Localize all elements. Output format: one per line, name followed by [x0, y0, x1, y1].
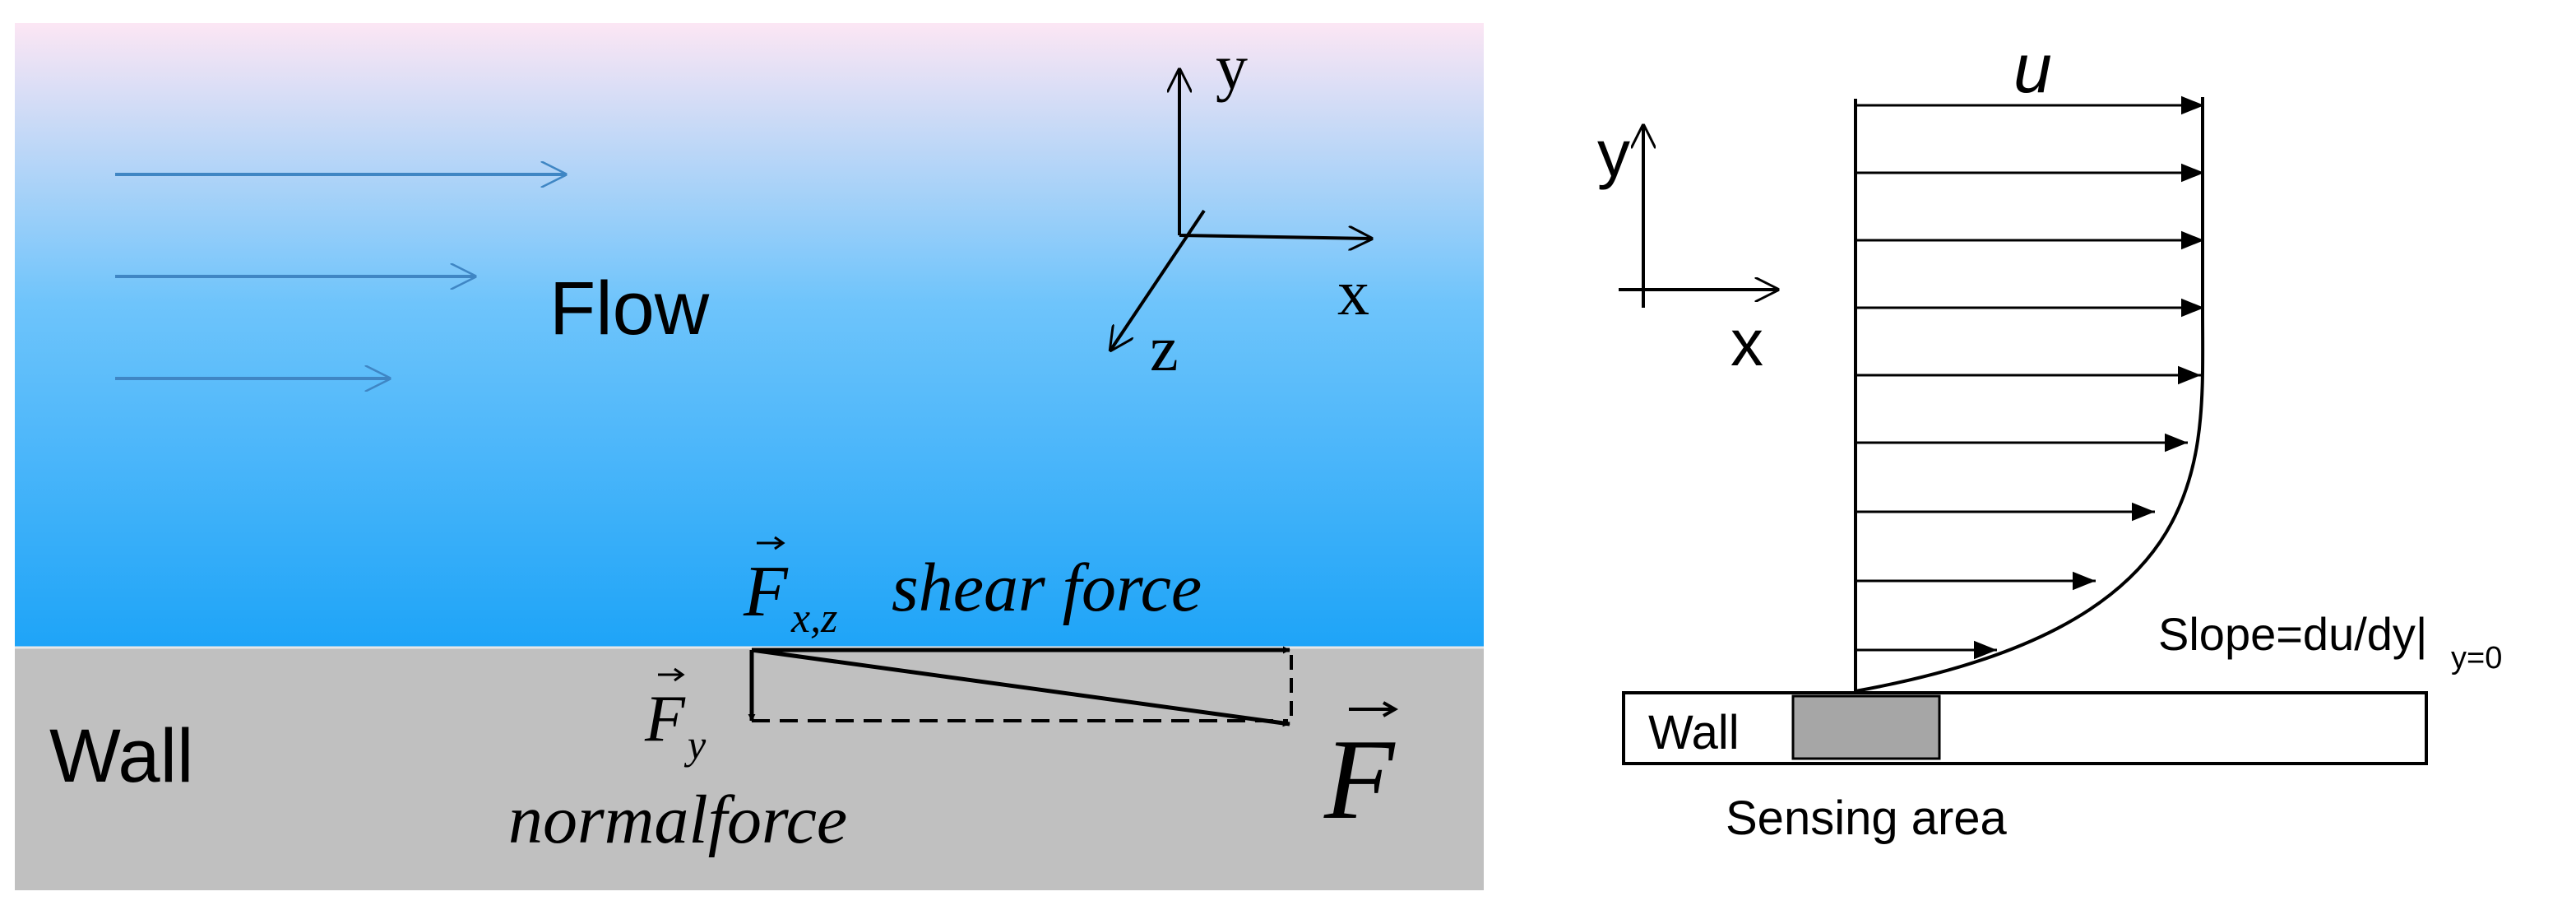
- profile-wall: [1622, 691, 2428, 765]
- profile-axis-x-label: x: [1730, 306, 1763, 379]
- axis-z-label: z: [1150, 313, 1179, 384]
- wall-region: [15, 647, 1484, 890]
- resultant-force-arrow: [751, 648, 1290, 727]
- resultant-force-symbol: F: [1323, 716, 1396, 843]
- velocity-label: u: [2013, 30, 2052, 107]
- axis-y-label: y: [1216, 31, 1248, 103]
- shear-force-label: shear force: [892, 550, 1202, 626]
- slope-subscript: y=0: [2451, 641, 2502, 676]
- flow-label: Flow: [549, 267, 710, 351]
- axis-z-arrow: [1110, 209, 1206, 351]
- sensing-area: [1791, 694, 1941, 760]
- axis-x-label: x: [1337, 257, 1369, 328]
- axis-x-arrow: [1179, 235, 1372, 239]
- shear-force-vector-mark: [757, 536, 785, 550]
- profile-axis-y-label: y: [1597, 117, 1630, 190]
- wall-label: Wall: [49, 714, 193, 798]
- flow-region: [15, 23, 1484, 647]
- profile-wall-label: Wall: [1648, 706, 1740, 759]
- sensing-area-label: Sensing area: [1726, 792, 2008, 845]
- normal-force-vector-mark: [658, 667, 685, 682]
- slope-label: Slope=du/dy|: [2158, 608, 2427, 660]
- normal-force-symbol: F: [644, 683, 686, 755]
- resultant-force-vector-mark: [1349, 701, 1399, 717]
- normal-force-subscript: y: [683, 722, 707, 768]
- velocity-profile-curve: [1855, 97, 2205, 693]
- shear-force-symbol: F: [743, 552, 789, 632]
- shear-force-subscript: x,z: [790, 595, 837, 642]
- normal-force-label: normalforce: [508, 782, 847, 858]
